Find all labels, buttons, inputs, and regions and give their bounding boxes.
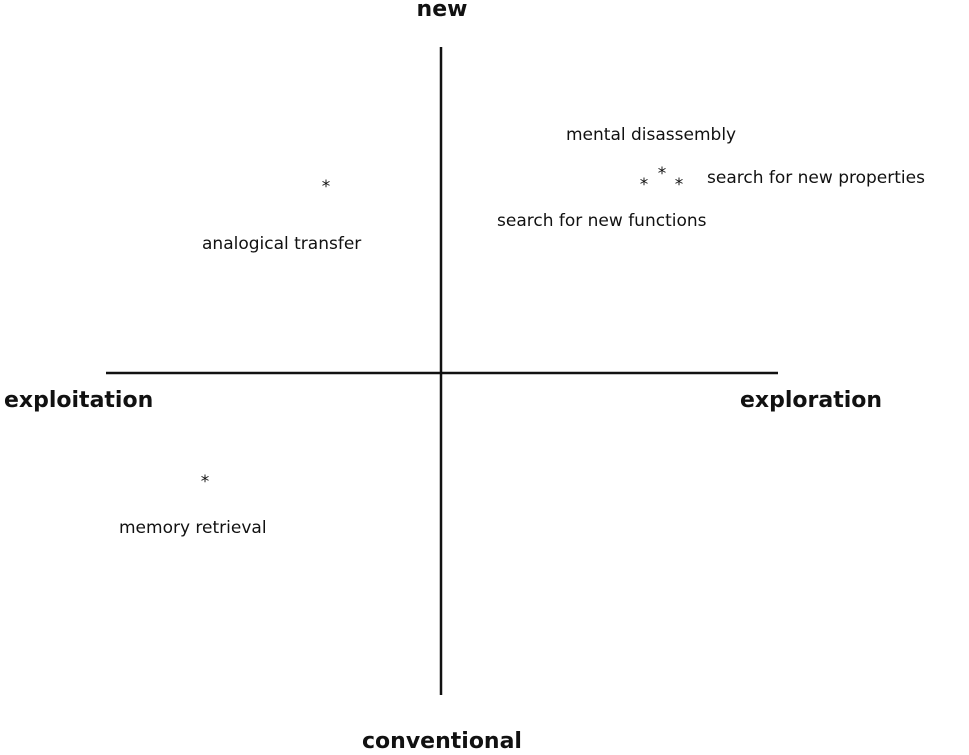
mental-disassembly-label: mental disassembly bbox=[566, 125, 736, 145]
axis-label-left: exploitation bbox=[4, 388, 153, 413]
memory-retrieval-marker: * bbox=[201, 472, 210, 492]
axis-label-bottom: conventional bbox=[362, 729, 522, 754]
search-for-new-functions-marker: * bbox=[640, 175, 649, 195]
search-for-new-functions-label: search for new functions bbox=[497, 211, 707, 231]
mental-disassembly-marker: * bbox=[658, 164, 667, 184]
axis-label-right: exploration bbox=[740, 388, 882, 413]
axis-label-top: new bbox=[417, 0, 468, 22]
search-for-new-properties-marker: * bbox=[675, 175, 684, 195]
search-for-new-properties-label: search for new properties bbox=[707, 168, 925, 188]
memory-retrieval-label: memory retrieval bbox=[119, 518, 267, 538]
analogical-transfer-label: analogical transfer bbox=[202, 234, 361, 254]
analogical-transfer-marker: * bbox=[322, 177, 331, 197]
